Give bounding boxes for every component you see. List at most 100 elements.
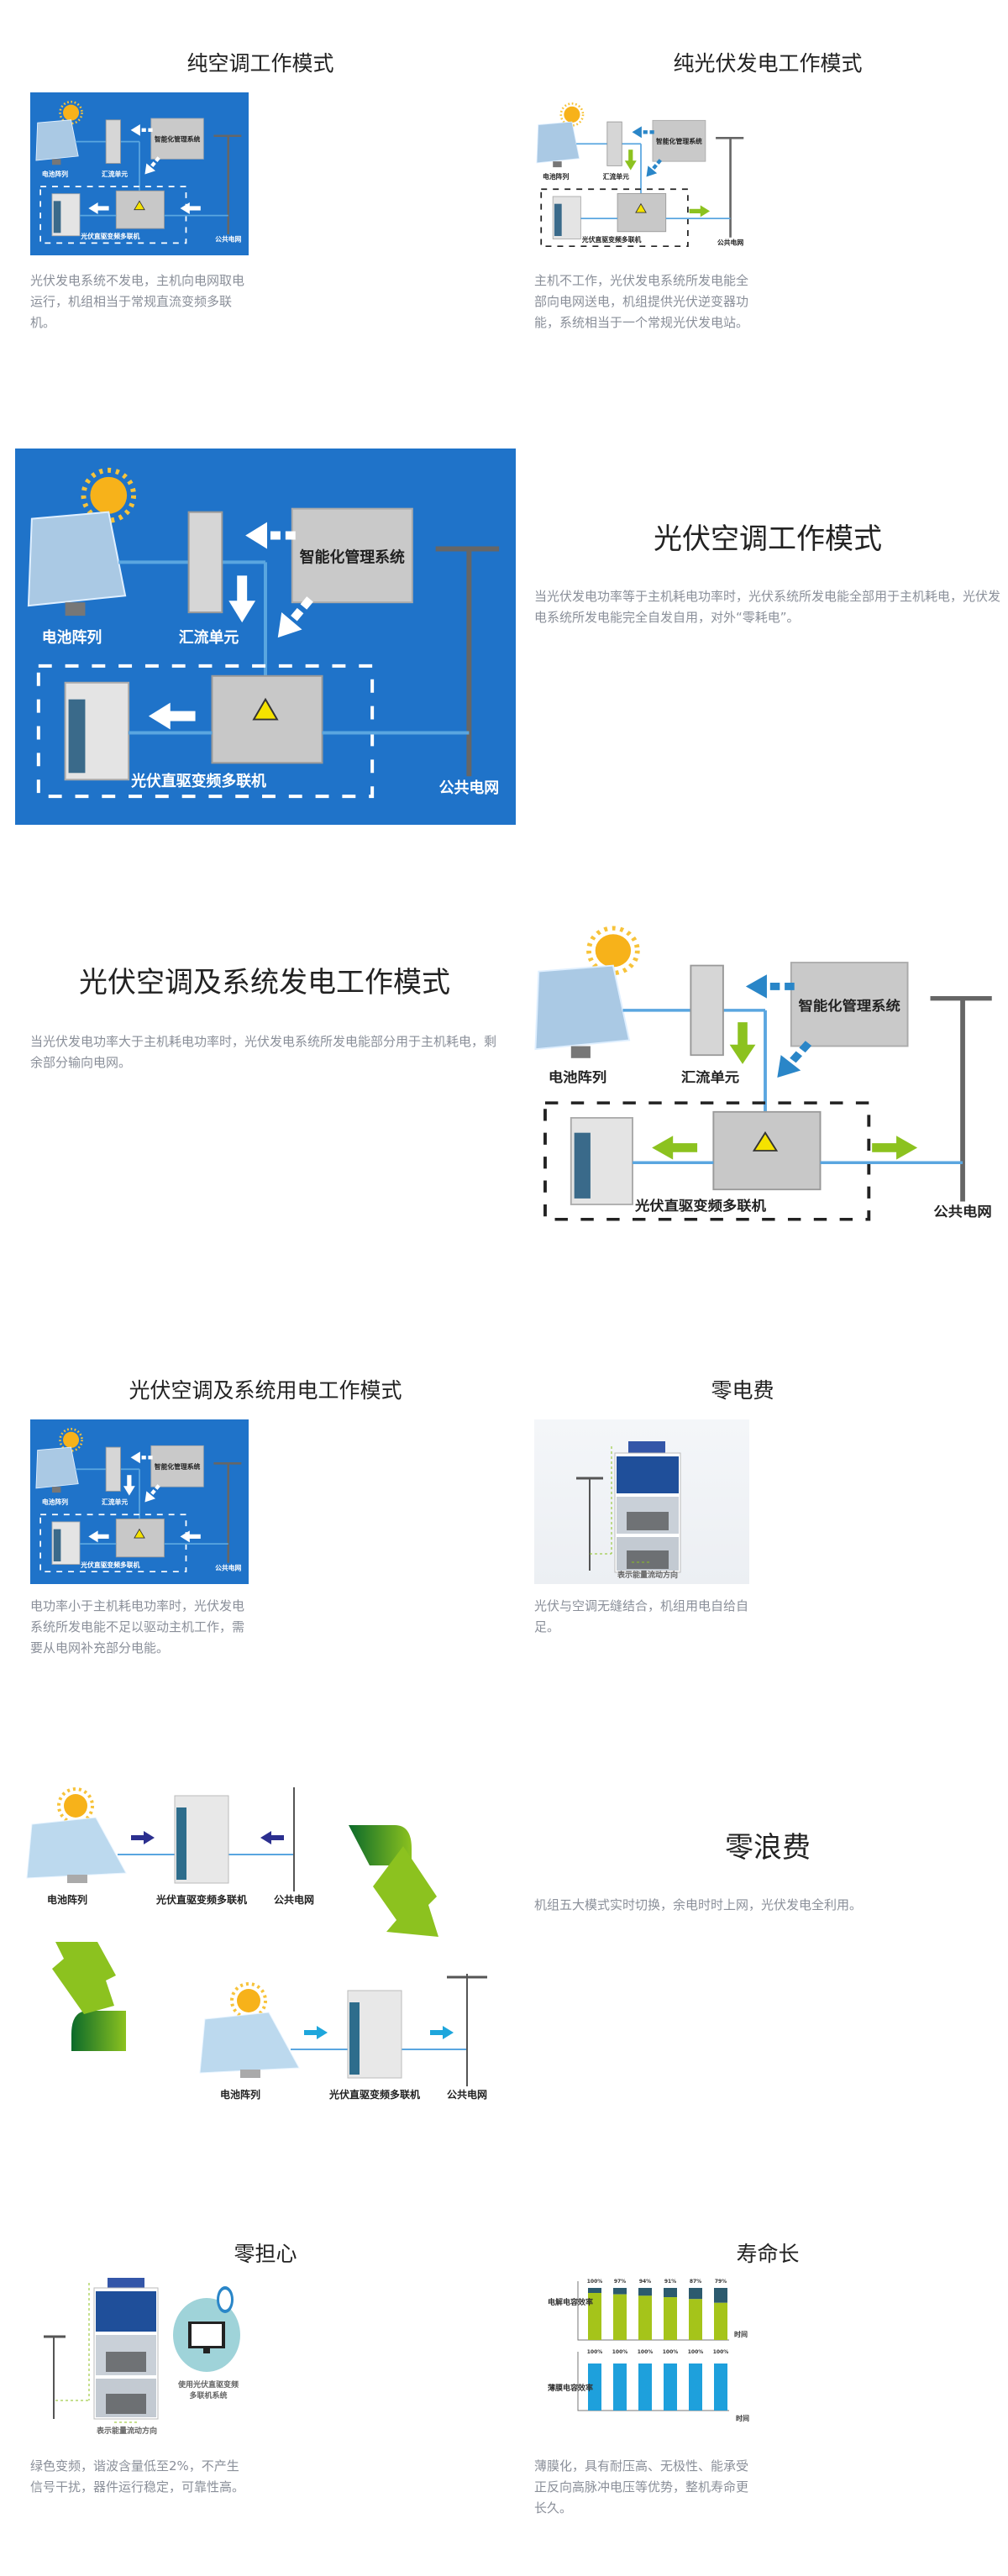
bar-value-label: 100% <box>663 2349 679 2355</box>
management-system-box <box>150 118 204 160</box>
arrow-left-icon <box>652 1136 698 1160</box>
arrow-down-icon <box>729 1022 756 1064</box>
smiley-icon <box>217 2286 234 2313</box>
bar-value-label: 91% <box>664 2279 676 2285</box>
label-grid: 公共电网 <box>274 1893 314 1906</box>
label-grid: 公共电网 <box>717 238 744 246</box>
label-grid: 公共电网 <box>933 1204 991 1220</box>
solar-panel-icon <box>534 964 631 1058</box>
label-unit: 光伏直驱变频多联机 <box>581 235 642 244</box>
label-panel: 电池阵列 <box>549 1069 606 1085</box>
label-combiner: 汇流单元 <box>179 628 239 647</box>
label-management: 智能化管理系统 <box>154 135 201 144</box>
feature-text-zero-waste: 机组五大模式实时切换，余电时时上网，光伏发电全利用。 <box>534 1897 863 1912</box>
label-management: 智能化管理系统 <box>155 1462 201 1471</box>
mode-text-pure-ac: 光伏发电系统不发电，主机向电网取电运行，机组相当于常规直流变频多联机。 <box>30 273 245 330</box>
label-panel: 电池阵列 <box>47 1893 87 1906</box>
mode-title-pure-ac: 纯空调工作模式 <box>186 51 334 76</box>
pv-ac-gen-diagram: 智能化管理系统 电池阵列 汇流单元 光伏直驱变频多联机 公共电网 <box>522 909 1008 1245</box>
bar-electrolytic <box>588 2293 601 2340</box>
bubble-caption-line1: 使用光伏直驱变频 <box>177 2379 239 2390</box>
arrow-down-icon <box>624 150 637 171</box>
feature-title-zero-worry: 零担心 <box>234 2242 297 2266</box>
arrow-right-icon <box>689 205 711 218</box>
arrow-icon <box>260 1831 284 1844</box>
label-panel: 电池阵列 <box>220 2088 260 2101</box>
bubble-caption-line2: 多联机系统 <box>189 2390 227 2400</box>
x-axis-label-bottom: 时间 <box>736 2414 749 2422</box>
vrf-unit-icon <box>51 1521 81 1565</box>
sun-icon <box>57 1787 94 1824</box>
label-management: 智能化管理系统 <box>799 998 901 1014</box>
label-panel: 电池阵列 <box>42 1498 68 1506</box>
mode-title-pv-ac-use: 光伏空调及系统用电工作模式 <box>129 1378 402 1403</box>
bar-film <box>613 2364 627 2411</box>
management-system-box <box>291 507 413 604</box>
utility-pole-icon <box>447 1974 487 2086</box>
dashed-arrow-icon <box>130 1451 153 1464</box>
arrow-left-icon <box>180 202 201 214</box>
mode-text-pv-ac-use: 电功率小于主机耗电功率时，光伏发电系统所发电能不足以驱动主机工作，需要从电网补充… <box>30 1598 245 1655</box>
chart-axis <box>577 2352 729 2411</box>
inverter-box-icon <box>115 1519 165 1558</box>
sun-icon <box>59 1428 83 1452</box>
utility-pole-icon <box>213 134 242 234</box>
battery-cap <box>664 2288 677 2298</box>
bar-value-label: 100% <box>612 2349 628 2355</box>
vrf-unit-icon <box>347 1990 402 2079</box>
battery-cap <box>588 2288 601 2293</box>
battery-cap <box>689 2288 702 2300</box>
solar-panel-icon <box>27 511 127 616</box>
arrow-left-icon <box>180 1530 201 1543</box>
building-icon <box>55 2278 159 2420</box>
bar-electrolytic <box>638 2295 652 2340</box>
arrow-down-icon <box>123 1475 135 1496</box>
utility-pole-icon <box>435 546 500 777</box>
utility-pole-icon <box>213 1461 242 1563</box>
pure-ac-diagram: 智能化管理系统 电池阵列 汇流单元 光伏直驱变频多联机 公共电网 <box>30 92 249 255</box>
dashed-arrow-icon <box>277 596 313 638</box>
cycle-arrow-up-icon <box>52 1942 126 2051</box>
label-unit: 光伏直驱变频多联机 <box>80 1561 139 1569</box>
vrf-unit-icon <box>64 681 130 781</box>
solar-panel-icon <box>35 1446 79 1493</box>
solar-panel-icon <box>26 1817 127 1883</box>
combiner-unit-icon <box>690 964 724 1057</box>
sun-icon <box>559 102 585 127</box>
arrow-right-icon <box>131 1831 155 1844</box>
management-system-box <box>790 962 909 1047</box>
zero-waste-cycle-diagram: 电池阵列 光伏直驱变频多联机 公共电网 电池阵列 光伏直驱变频多联机 公共电网 <box>17 1787 521 2123</box>
inverter-box-icon <box>712 1110 822 1191</box>
building-icon <box>590 1441 681 1573</box>
bar-film <box>638 2364 652 2411</box>
bar-electrolytic <box>613 2294 627 2340</box>
sun-icon <box>59 100 83 125</box>
bar-electrolytic <box>689 2299 702 2340</box>
feature-text-zero-worry: 绿色变频，谐波含量低至2%，不产生信号干扰，器件运行稳定，可靠性高。 <box>30 2458 245 2495</box>
dashed-arrow-icon <box>777 1041 812 1078</box>
vrf-unit-icon <box>552 196 581 239</box>
feature-text-long-life: 薄膜化，具有耐压高、无极性、能承受正反向高脉冲电压等优势，整机寿命更长久。 <box>534 2458 749 2516</box>
label-combiner: 汇流单元 <box>681 1069 740 1085</box>
dashed-arrow-icon <box>144 1484 160 1503</box>
sun-icon <box>586 926 640 976</box>
combiner-unit-icon <box>105 1446 121 1492</box>
label-combiner: 汇流单元 <box>603 172 630 181</box>
cycle-arrow-down-icon <box>349 1825 438 1937</box>
sun-icon <box>230 1982 267 2019</box>
management-system-box <box>652 119 706 162</box>
mode-text-pure-pv: 主机不工作，光伏发电系统所发电能全部向电网送电，机组提供光伏逆变器功能，系统相当… <box>534 273 749 330</box>
mode-text-pv-ac: 当光伏发电功率等于主机耗电功率时，光伏系统所发电能全部用于主机耗电，光伏发电系统… <box>534 589 1001 625</box>
bar-value-label: 100% <box>587 2279 603 2285</box>
label-grid: 公共电网 <box>439 779 499 797</box>
mode-title-pure-pv: 纯光伏发电工作模式 <box>673 51 863 76</box>
pv-ac-diagram: 智能化管理系统 电池阵列 汇流单元 光伏直驱变频多联机 公共电网 <box>15 449 516 825</box>
utility-pole-icon <box>44 2335 66 2419</box>
arrow-left-icon <box>88 202 109 214</box>
bar-electrolytic <box>714 2302 727 2340</box>
combiner-unit-icon <box>187 511 223 614</box>
arrow-left-icon <box>148 702 196 730</box>
mode-title-pv-ac-gen: 光伏空调及系统发电工作模式 <box>79 966 450 999</box>
battery-cap <box>613 2288 627 2295</box>
unit-boundary <box>39 1514 187 1573</box>
